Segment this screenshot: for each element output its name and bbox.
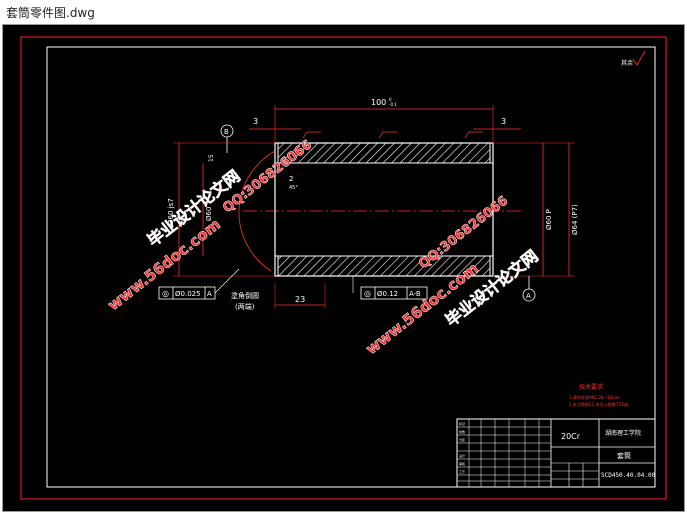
note-chamfer-2: (两端) (235, 302, 255, 311)
dim-2b-text: 45° (289, 185, 298, 191)
dim-length-tol: -0.1 (389, 102, 397, 107)
window-titlebar: 套筒零件图.dwg (0, 0, 687, 24)
tol-right-ref: A-B (409, 290, 421, 298)
datum-a-label: A (526, 292, 531, 300)
roughness-flag-icon (464, 131, 483, 139)
note-chamfer: 塗角倒圆 (231, 291, 259, 300)
title-row-label: 设计 (459, 453, 465, 458)
title-school: 湖南理工学院 (605, 429, 641, 437)
dim-left-3-text: 3 (253, 117, 258, 126)
dim-15-text: 15 (208, 154, 215, 162)
tol-left-ref: A (207, 290, 212, 298)
chamfer-arc (238, 150, 276, 272)
roughness-mark-label: 其余 (621, 59, 633, 67)
dim-length-text: 100 (371, 98, 386, 107)
tol-right-value: Ø0.12 (377, 290, 398, 298)
window-title: 套筒零件图.dwg (6, 6, 95, 20)
title-row-label: 分区 (459, 437, 465, 442)
dim-right-dia2-text: Ø60 P (545, 209, 553, 230)
drawing-viewport[interactable]: 其余 100 0 -0.1 3 3 B 15 (2, 24, 685, 512)
dim-outer-dia-text: Ø60 js7 (167, 198, 175, 225)
title-row-label: 处数 (459, 429, 465, 434)
title-part-name: 套筒 (617, 451, 631, 460)
datum-b-label: B (224, 128, 229, 136)
concentricity-icon: ◎ (162, 289, 169, 298)
title-row-label: 工艺 (459, 469, 465, 474)
tolerance-frame-right: ◎ Ø0.12 A-B (360, 286, 428, 300)
title-material: 20Cr (561, 432, 581, 441)
roughness-flag-icon (378, 131, 397, 139)
roughness-symbol-icon (632, 50, 646, 66)
title-row-label: 标记 (459, 421, 465, 426)
tech-req-line1: 1.调质处理HRC 28~32mm (569, 394, 620, 400)
cad-drawing[interactable]: 其余 100 0 -0.1 3 3 B 15 (3, 25, 684, 511)
dim-23-text: 23 (295, 295, 305, 304)
dim-length-tol: 0 (389, 97, 392, 102)
dim-inner-dia-text: Ø60 (205, 207, 213, 221)
dim-2-text: 2 (289, 175, 293, 183)
title-block: 20Cr 湖南理工学院 套筒 SCD450.40.04.00 标记 处数 分区 … (456, 418, 656, 488)
tol-left-leader (214, 268, 240, 294)
title-row-label: 审核 (459, 461, 465, 466)
dim-right-3-text: 3 (501, 117, 506, 126)
watermark-group-1: www.56doc.com 毕业设计论文网 QQ:306826066 (104, 137, 315, 314)
tech-req-line2: 2.未注倒角C1,未注公差按IT12级 (569, 401, 628, 407)
title-drawing-no: SCD450.40.04.00 (601, 472, 656, 479)
dim-right-dia-text: Ø64 (P7) (571, 204, 579, 235)
concentricity-icon: ◎ (364, 289, 371, 298)
tech-req-title: 技术要求 (579, 383, 603, 391)
roughness-flag-icon (302, 131, 321, 139)
inner-frame (46, 46, 656, 488)
tol-left-value: Ø0.025 (175, 290, 201, 298)
outer-frame (20, 36, 667, 500)
tolerance-frame-left: ◎ Ø0.025 A (158, 286, 216, 300)
